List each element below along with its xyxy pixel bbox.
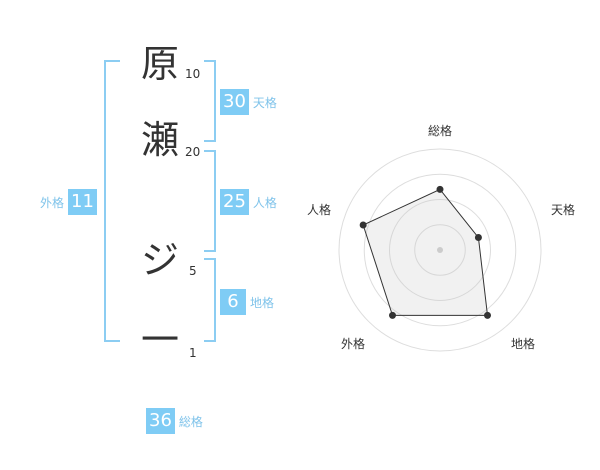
stroke-count-2: 20 <box>185 145 201 159</box>
chikaku-label: 地格 <box>250 295 275 310</box>
radar-point-3 <box>389 311 397 319</box>
stroke-count-4: 1 <box>189 346 197 360</box>
chikaku-value: 6 <box>220 289 246 315</box>
radar-label-jinkaku: 人格 <box>307 203 332 217</box>
radar-ring <box>389 199 491 301</box>
radar-ring <box>363 173 517 327</box>
chikaku-bracket <box>204 258 216 342</box>
gaikaku-bracket <box>104 60 120 342</box>
soukaku-value: 36 <box>146 408 175 434</box>
radar-point-4 <box>359 221 367 229</box>
radar-polygon <box>362 188 489 316</box>
soukaku-badge: 36 総格 <box>146 408 207 434</box>
name-char-3: ジ <box>140 238 179 282</box>
radar-ring <box>414 224 466 276</box>
soukaku-label: 総格 <box>178 414 203 429</box>
jinkaku-badge: 25 人格 <box>220 189 281 215</box>
jinkaku-value: 25 <box>220 189 249 215</box>
chikaku-badge: 6 地格 <box>220 289 278 315</box>
tenkaku-value: 30 <box>220 89 249 115</box>
jinkaku-label: 人格 <box>252 195 277 210</box>
name-char-4: 一 <box>140 318 179 362</box>
stroke-count-3: 5 <box>189 264 197 278</box>
radar-label-tenkaku: 天格 <box>551 203 576 217</box>
gaikaku-label: 外格 <box>40 195 65 210</box>
tenkaku-label: 天格 <box>252 95 277 110</box>
radar-label-soukaku: 総格 <box>428 124 453 138</box>
name-char-2: 瀬 <box>140 118 179 162</box>
jinkaku-bracket <box>204 150 216 252</box>
radar-ring <box>338 148 542 352</box>
gaikaku-badge: 外格 11 <box>36 189 97 215</box>
name-char-1: 原 <box>140 42 179 86</box>
radar-point-1 <box>474 234 482 242</box>
gaikaku-value: 11 <box>68 189 97 215</box>
radar-center-dot <box>437 247 443 253</box>
radar-point-2 <box>483 311 491 319</box>
stroke-count-1: 10 <box>185 67 201 81</box>
tenkaku-badge: 30 天格 <box>220 89 281 115</box>
radar-label-gaikaku: 外格 <box>341 337 366 351</box>
tenkaku-bracket <box>204 60 216 142</box>
radar-label-chikaku: 地格 <box>511 337 536 351</box>
radar-point-0 <box>436 185 444 193</box>
